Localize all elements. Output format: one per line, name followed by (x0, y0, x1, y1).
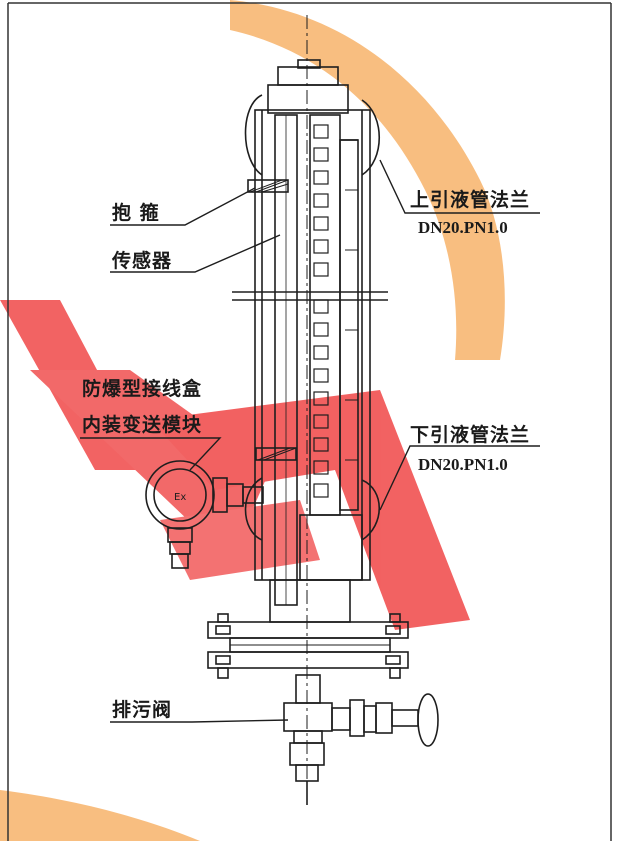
flap-cells (313, 124, 329, 498)
label-drain-valve: 排污阀 (112, 699, 173, 721)
label-clamp: 抱 箍 (112, 202, 160, 224)
clamp-bottom (255, 447, 297, 461)
lower-flange-right-arc (361, 479, 381, 541)
leader-junction (80, 437, 222, 471)
leader-sensor (110, 234, 281, 273)
scale-ticks (345, 189, 358, 461)
top-cap (267, 59, 349, 114)
junction-box-mark: Ex (174, 492, 186, 503)
label-lower-flange-spec: DN20.PN1.0 (418, 455, 508, 474)
bottom-pipe (269, 579, 351, 623)
watermark-red-tail (160, 500, 320, 580)
leader-drain (110, 719, 289, 723)
sensor-tube (274, 114, 298, 606)
label-junction-box-line1: 防爆型接线盒 (82, 378, 203, 400)
upper-flange-left-arc (244, 94, 263, 176)
leader-clamp (110, 187, 256, 226)
frame (7, 2, 612, 841)
lower-flange-left-arc (244, 477, 263, 541)
bottom-flange (207, 613, 409, 679)
drain-valve (283, 674, 439, 805)
label-lower-flange: 下引液管法兰 (410, 424, 531, 446)
leader-upper-flange (379, 159, 540, 214)
watermark-orange-arc (230, 0, 505, 360)
leader-lower-flange (379, 445, 540, 511)
label-sensor: 传感器 (112, 250, 173, 272)
label-upper-flange: 上引液管法兰 (410, 189, 531, 211)
label-upper-flange-spec: DN20.PN1.0 (418, 218, 508, 237)
upper-flange-right-arc (361, 99, 381, 176)
clamp-middle (232, 291, 388, 301)
leader-lines (80, 159, 540, 723)
watermark-red-swoosh (150, 390, 470, 630)
clamp-top (247, 179, 289, 193)
watermark-orange-bottom (0, 790, 200, 841)
label-junction-box-line2: 内装变送模块 (82, 414, 203, 436)
junction-box (145, 460, 264, 569)
